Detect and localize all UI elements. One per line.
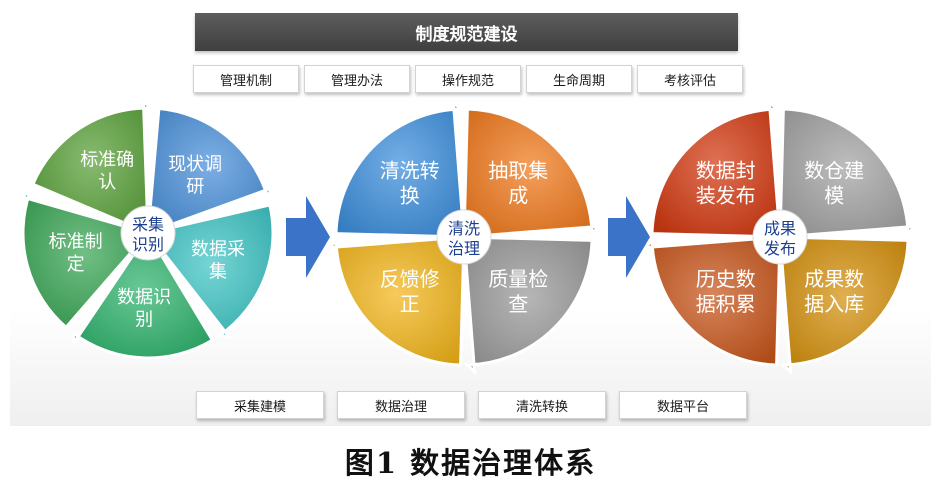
cycle2-segment-0: [462, 107, 603, 239]
cycle1-center-label: 采集: [132, 215, 164, 234]
tag-collection-modeling: 采集建模: [196, 391, 324, 419]
cycle2-segment-3-label: 清洗转: [380, 158, 440, 182]
cycle1-segment-2-label: 别: [135, 310, 153, 331]
cycle2-center-label: 清洗: [448, 219, 480, 238]
cycle1-segment-0-label: 研: [186, 176, 204, 197]
cycle2-segment-0-label: 成: [508, 183, 528, 207]
cycle3-segment-1-label: 成果数: [804, 267, 864, 291]
cycle2-segment-3: [334, 98, 466, 239]
cycle2-segment-0-label: 抽取集: [488, 158, 548, 182]
cycle3-center-hub: [752, 209, 808, 265]
cycle2-segment-1-label: 质量检: [488, 267, 548, 291]
cycle3-center-label: 成果: [764, 219, 796, 238]
cycle1-segment-4-label: 标准确: [80, 149, 134, 170]
cycle3-segment-2: [641, 235, 782, 367]
cycle1-segment-1-label: 集: [209, 262, 227, 283]
cycle3-segment-0-label: 模: [824, 183, 844, 207]
cycle3-segment-2-label: 历史数: [696, 267, 756, 291]
cycle2-center-label: 治理: [448, 239, 480, 258]
tag-life-cycle: 生命周期: [526, 65, 632, 93]
tag-data-governance: 数据治理: [337, 391, 465, 419]
flow-arrow-1: [286, 196, 330, 278]
banner-institutional-norms: 制度规范建设: [195, 13, 738, 51]
cycle2-segment-2: [325, 235, 466, 367]
cycle2-segment-1: [462, 235, 594, 376]
tag-assessment-evaluation: 考核评估: [637, 65, 743, 93]
cycle1-segment-0-label: 现状调: [168, 154, 222, 175]
cycle3-segment-1-label: 据入库: [804, 292, 864, 316]
cycle2-segment-3-label: 换: [400, 183, 420, 207]
cycle1-segment-3: [16, 189, 151, 330]
cycle3-segment-3-label: 数据封: [696, 158, 756, 182]
cycle3-segment-3-label: 装发布: [696, 183, 756, 207]
cycle2-center-hub: [436, 209, 492, 265]
cycle1-segment-4-label: 认: [98, 172, 116, 193]
cycle1-center-hub: [120, 205, 176, 261]
cycle1-segment-1-label: 数据采: [191, 239, 245, 260]
cycle3-segment-0: [778, 107, 919, 239]
cycle3-segment-3: [650, 98, 782, 239]
cycle1-center-label: 识别: [132, 235, 164, 254]
tag-operating-norms: 操作规范: [415, 65, 521, 93]
cycle1-segment-1: [145, 203, 275, 340]
figure-caption: 图1 数据治理体系: [344, 446, 597, 480]
cycle2-segment-1-label: 查: [508, 292, 528, 316]
cycle1-segment-2-label: 数据识: [117, 287, 171, 308]
cycle3-center-label: 发布: [764, 239, 796, 258]
tag-management-measures: 管理办法: [304, 65, 410, 93]
cycle1-segment-4: [30, 97, 154, 236]
cycle1-segment-3-label: 定: [67, 254, 85, 275]
tag-management-mechanism: 管理机制: [193, 65, 299, 93]
cycle1-segment-3-label: 标准制: [49, 232, 103, 253]
cycle3-segment-0-label: 数仓建: [804, 158, 864, 182]
cycle1-segment-2: [70, 230, 215, 360]
tag-cleansing-transformation: 清洗转换: [478, 391, 606, 419]
cycle3-segment-2-label: 据积累: [696, 292, 756, 316]
cycle2-segment-2-label: 正: [400, 292, 420, 316]
cycle3-segment-1: [778, 235, 910, 376]
cycle2-segment-2-label: 反馈修: [380, 267, 440, 291]
flow-arrow-2: [608, 196, 650, 278]
tag-data-platform: 数据平台: [619, 391, 747, 419]
cycle1-segment-0: [146, 106, 276, 236]
